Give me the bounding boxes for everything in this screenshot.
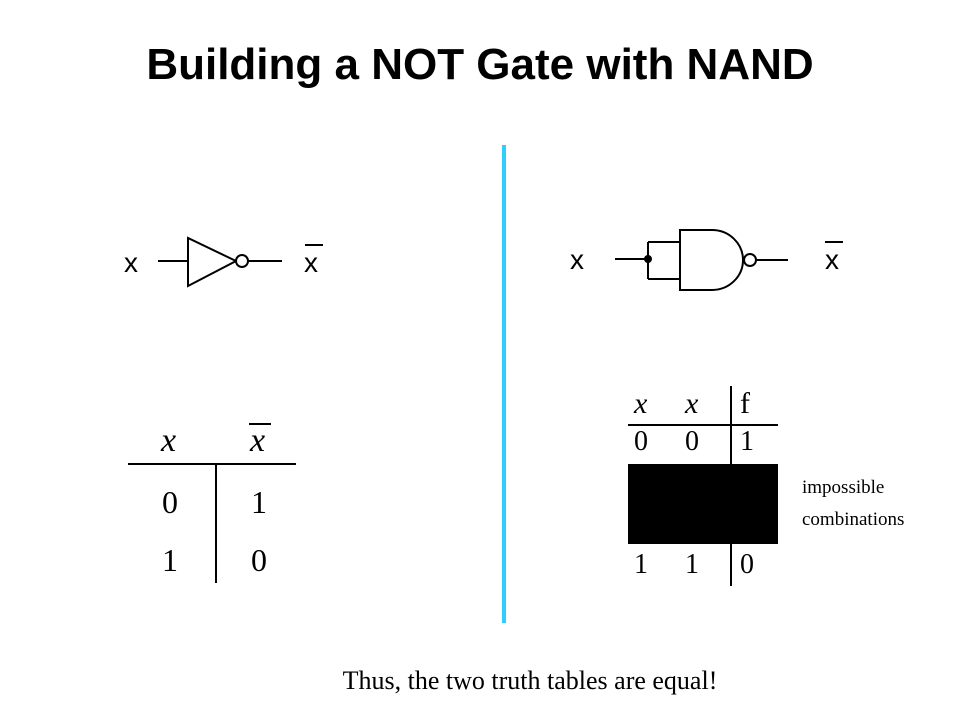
table-header-x: x <box>634 387 648 420</box>
section-divider <box>502 145 506 623</box>
caption: Thus, the two truth tables are equal! <box>342 666 718 695</box>
table-cell: 1 <box>685 549 699 580</box>
table-column-rule <box>215 463 217 583</box>
table-cell: 0 <box>740 549 754 580</box>
table-header-not-x: x <box>250 422 266 459</box>
table-cell: 1 <box>740 426 754 457</box>
table-header-overbar <box>249 423 271 425</box>
nand-output-label: x <box>825 244 839 275</box>
nand-input-label: x <box>570 244 584 275</box>
table-cell: 0 <box>162 484 178 520</box>
table-header-rule <box>128 463 296 465</box>
impossible-rows-block <box>628 464 778 544</box>
table-cell: 1 <box>251 484 267 520</box>
not-input-label: x <box>124 247 138 278</box>
not-output-label: x <box>304 247 318 278</box>
not-output-overbar <box>305 244 323 246</box>
nand-gate-symbol <box>615 229 788 291</box>
table-header-x: x <box>685 387 699 420</box>
table-header-x: x <box>161 422 177 459</box>
table-cell: 0 <box>251 542 267 578</box>
page-title: Building a NOT Gate with NAND <box>146 40 814 89</box>
table-cell: 1 <box>634 549 648 580</box>
not-gate-symbol <box>158 236 282 288</box>
impossible-note-line: impossible <box>802 477 885 498</box>
impossible-note-line: combinations <box>802 509 905 530</box>
table-cell: 0 <box>634 426 648 457</box>
table-header-f: f <box>740 387 750 420</box>
nand-output-overbar <box>825 241 843 243</box>
table-cell: 0 <box>685 426 699 457</box>
table-cell: 1 <box>162 542 178 578</box>
table-header-rule <box>628 424 778 426</box>
